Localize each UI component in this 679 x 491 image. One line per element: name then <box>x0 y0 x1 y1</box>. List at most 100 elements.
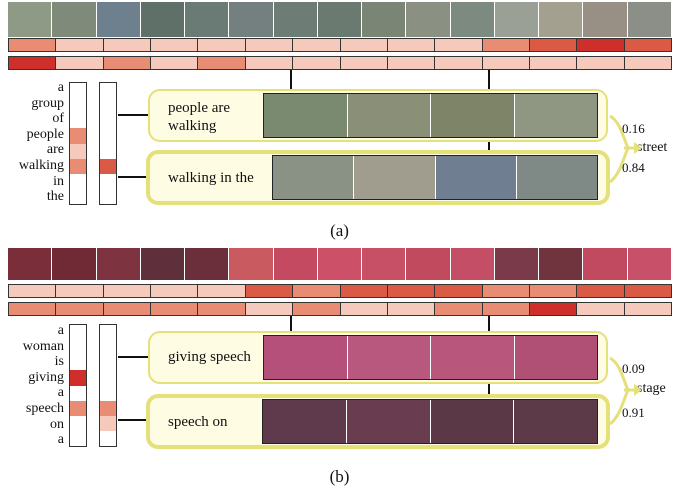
panel-b-phrase-2-clips <box>262 399 598 444</box>
heat-cell <box>245 285 294 297</box>
panel-b-attention-col-2 <box>99 324 117 447</box>
video-frame <box>52 2 97 37</box>
attention-cell <box>100 385 116 401</box>
panel-b-target-word: stage <box>637 381 666 396</box>
clip-thumbnail <box>264 336 348 379</box>
heat-cell <box>387 57 436 69</box>
video-frame <box>583 2 628 37</box>
attention-cell <box>70 98 86 114</box>
clip-thumbnail <box>430 400 515 443</box>
clip-thumbnail <box>514 94 597 137</box>
attention-cell <box>100 173 116 189</box>
heat-cell <box>340 39 388 51</box>
heat-cell <box>435 303 483 315</box>
connector <box>488 140 490 152</box>
panel-b-phrase-box-1: giving speech <box>148 331 608 384</box>
video-frame <box>52 248 97 280</box>
clip-thumbnail <box>346 400 431 443</box>
attention-cell <box>70 385 86 401</box>
panel-b-video-frames <box>8 248 672 280</box>
heat-cell <box>9 39 57 51</box>
heat-cell <box>529 39 578 51</box>
video-frame <box>229 2 274 37</box>
heat-cell <box>482 303 530 315</box>
panel-a-prob-1: 0.16 <box>622 121 645 136</box>
sentence-word: giving <box>28 369 64 385</box>
attention-cell <box>70 400 86 416</box>
panel-a-prob-2: 0.84 <box>622 160 645 175</box>
sentence-word: the <box>46 189 64 205</box>
clip-thumbnail <box>263 400 347 443</box>
clip-thumbnail <box>435 156 517 199</box>
attention-cell <box>100 430 116 446</box>
panel-a-heat-row-2 <box>8 56 672 70</box>
heat-cell <box>529 57 578 69</box>
panel-b-attention-col-1 <box>69 324 87 447</box>
phrase-line: speech on <box>168 414 228 430</box>
video-frame <box>96 248 141 280</box>
video-frame <box>317 2 363 37</box>
clip-thumbnail <box>431 94 515 137</box>
attention-cell <box>100 400 116 416</box>
heat-cell <box>9 285 57 297</box>
heat-cell <box>529 285 578 297</box>
attention-cell <box>100 325 116 341</box>
phrase-text: giving speech <box>168 348 251 366</box>
panel-a-arrow-icon <box>609 114 642 184</box>
panel-a-video-frames <box>8 2 672 37</box>
phrase-line: giving speech <box>168 349 251 365</box>
sentence-word: are <box>46 142 64 158</box>
panel-b-prob-1: 0.09 <box>622 361 645 376</box>
panel-a-phrase-2-clips <box>272 155 598 200</box>
clip-thumbnail <box>354 156 436 199</box>
clip-thumbnail <box>514 400 597 443</box>
attention-cell <box>100 143 116 159</box>
video-frame <box>583 248 628 280</box>
attention-cell <box>70 143 86 159</box>
heat-cell <box>482 285 530 297</box>
clip-thumbnail <box>431 336 515 379</box>
attention-cell <box>70 415 86 431</box>
attention-cell <box>70 325 86 341</box>
heat-cell <box>624 57 672 69</box>
attention-cell <box>100 113 116 129</box>
video-frame <box>8 2 53 37</box>
heat-cell <box>198 57 246 69</box>
connector <box>488 70 490 92</box>
heat-cell <box>151 303 199 315</box>
video-frame <box>273 2 318 37</box>
video-frame <box>450 2 495 37</box>
connector <box>118 356 148 358</box>
attention-cell <box>70 355 86 371</box>
attention-cell <box>70 83 86 99</box>
video-frame <box>317 248 363 280</box>
sentence-word: speech <box>25 400 64 416</box>
sentence-word: in <box>53 173 64 189</box>
heat-cell <box>435 285 483 297</box>
video-frame <box>450 248 495 280</box>
sentence-word: a <box>57 385 64 401</box>
video-frame <box>627 248 672 280</box>
panel-b-heat-row-1 <box>8 284 672 298</box>
heat-cell <box>245 303 294 315</box>
connector <box>118 114 148 116</box>
heat-cell <box>340 303 388 315</box>
heat-cell <box>577 285 625 297</box>
heat-cell <box>151 285 199 297</box>
phrase-line: walking in the <box>168 170 254 186</box>
heat-cell <box>387 285 436 297</box>
attention-cell <box>70 113 86 129</box>
sentence-word: of <box>52 111 64 127</box>
sentence-word: group <box>31 95 64 111</box>
video-frame <box>140 2 186 37</box>
video-frame <box>539 2 584 37</box>
panel-a-phrase-box-1: people are walking <box>148 89 608 142</box>
panel-b-arrow-icon <box>609 356 642 426</box>
heat-cell <box>151 57 199 69</box>
sentence-word: walking <box>18 157 64 173</box>
attention-cell <box>100 188 116 204</box>
panel-b-phrase-1-clips <box>263 335 598 380</box>
attention-cell <box>100 98 116 114</box>
video-frame <box>406 248 451 280</box>
